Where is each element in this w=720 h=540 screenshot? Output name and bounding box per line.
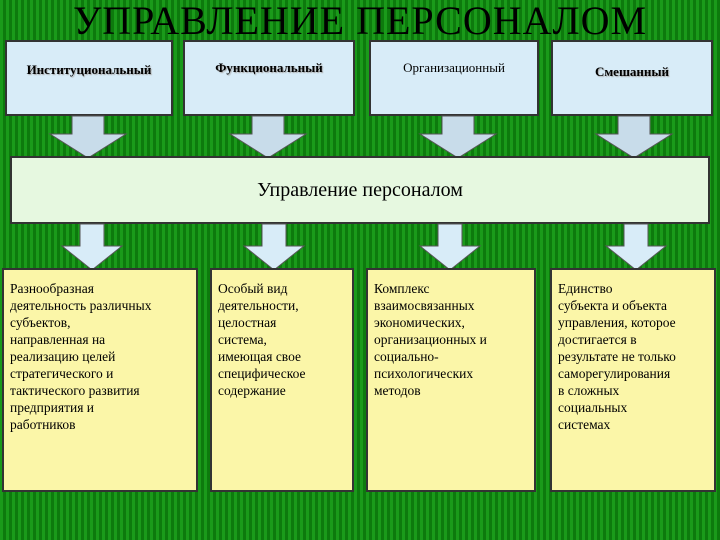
- box-functional-label: Функциональный: [215, 60, 323, 75]
- arrow-down-1: [48, 115, 128, 159]
- center-box-label: Управление персоналом: [257, 179, 463, 201]
- arrow-down-6: [242, 223, 306, 271]
- box-organizational: Организационный: [369, 40, 539, 116]
- box-organizational-label: Организационный: [403, 60, 505, 75]
- box-mixed: Смешанный: [551, 40, 713, 116]
- box-functional: Функциональный: [183, 40, 355, 116]
- page-title: УПРАВЛЕНИЕ ПЕРСОНАЛОМ: [72, 0, 648, 43]
- box-mixed-label: Смешанный: [594, 64, 670, 79]
- definition-text-4: Единство субъекта и объекта управления, …: [558, 281, 676, 432]
- definition-text-3: Комплекс взаимосвязанных экономических, …: [374, 281, 487, 398]
- definition-text-1: Разнообразная деятельность различных суб…: [10, 281, 152, 432]
- arrow-down-4: [594, 115, 674, 159]
- definition-box-4: Единство субъекта и объекта управления, …: [550, 268, 716, 492]
- arrow-down-5: [60, 223, 124, 271]
- box-institutional: Институциональный: [5, 40, 173, 116]
- definition-box-1: Разнообразная деятельность различных суб…: [2, 268, 198, 492]
- box-institutional-label: Институциональный: [26, 62, 152, 77]
- arrow-down-3: [418, 115, 498, 159]
- arrow-down-2: [228, 115, 308, 159]
- definition-text-2: Особый вид деятельности, целостная систе…: [218, 281, 306, 398]
- definition-box-2: Особый вид деятельности, целостная систе…: [210, 268, 354, 492]
- arrow-down-8: [604, 223, 668, 271]
- definition-box-3: Комплекс взаимосвязанных экономических, …: [366, 268, 536, 492]
- arrow-down-7: [418, 223, 482, 271]
- center-box: Управление персоналом: [10, 156, 710, 224]
